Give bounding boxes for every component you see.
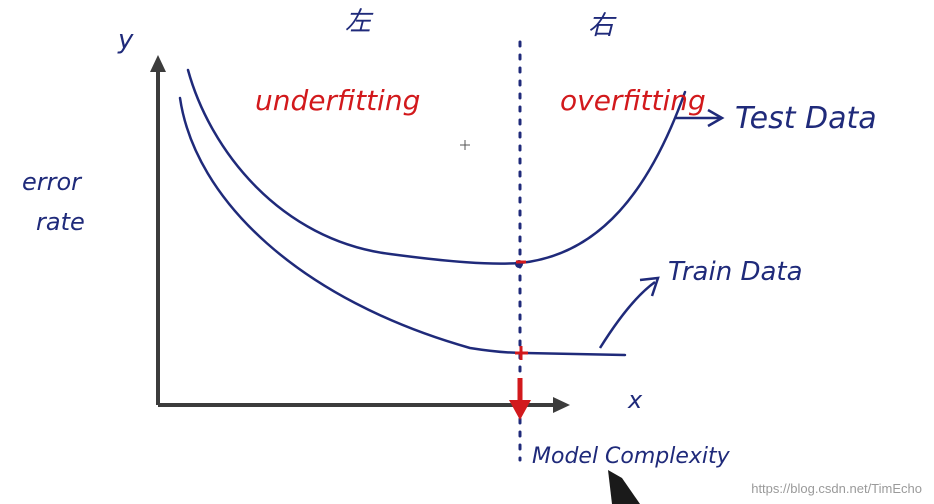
train-data-pointer-arrowhead <box>639 276 660 297</box>
cursor-crosshair-icon <box>460 140 470 150</box>
x-axis-letter: x <box>627 386 643 414</box>
y-axis-title-line2: rate <box>36 208 85 236</box>
train-data-pointer-arrow <box>598 280 656 349</box>
watermark-text: https://blog.csdn.net/TimEcho <box>751 481 922 496</box>
y-axis-title-line1: error <box>22 168 83 196</box>
y-axis-letter: y <box>117 25 134 55</box>
underfitting-label: underfitting <box>255 84 420 117</box>
x-axis-arrowhead <box>553 397 570 413</box>
x-axis-title: Model Complexity <box>532 444 731 469</box>
left-mark-label: 左 <box>345 7 374 37</box>
train-data-label: Train Data <box>668 257 803 287</box>
red-down-arrow-head <box>509 400 531 420</box>
test-data-label: Test Data <box>735 101 877 136</box>
pen-tip-icon <box>608 470 640 504</box>
test-data-pointer-arrowhead <box>707 108 725 128</box>
train-data-curve <box>178 96 627 357</box>
overfitting-label: overfitting <box>560 84 706 117</box>
y-axis-arrowhead <box>150 55 166 72</box>
test-data-curve <box>186 68 687 265</box>
right-mark-label: 右 <box>588 11 617 41</box>
